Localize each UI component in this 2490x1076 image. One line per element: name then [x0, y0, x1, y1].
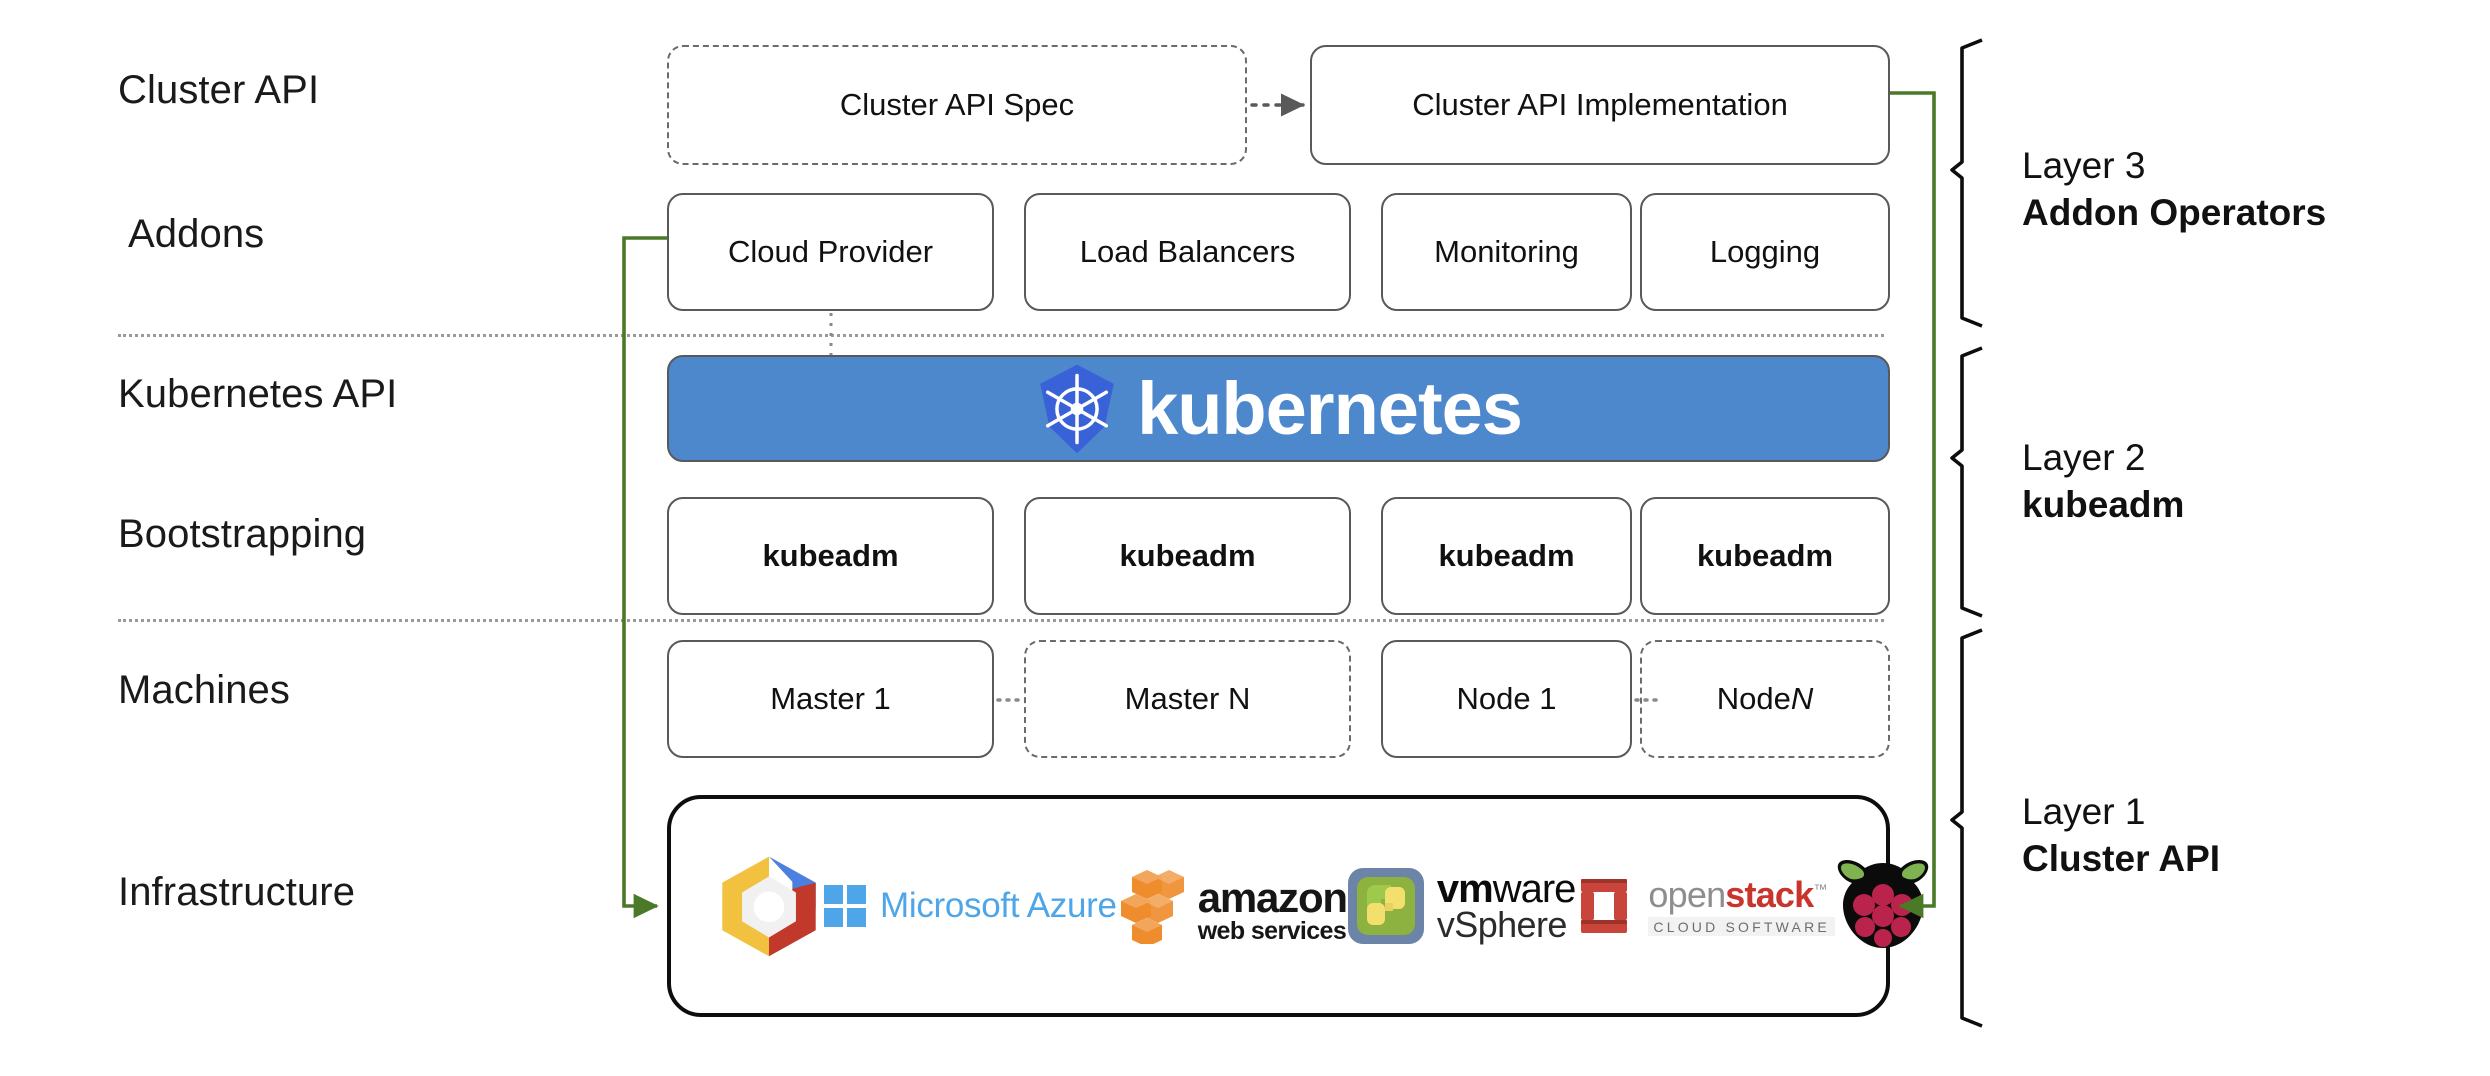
layer-3-subject: Addon Operators — [2022, 192, 2327, 234]
box-node-1[interactable]: Node 1 — [1381, 640, 1632, 758]
box-label: Load Balancers — [1079, 234, 1296, 270]
green-path-addons-to-infrastructure — [622, 236, 667, 919]
openstack-open-text: open — [1648, 873, 1726, 915]
box-label: Master 1 — [770, 681, 891, 717]
openstack-wordmark: openstack™ — [1648, 873, 1835, 915]
box-label: Node 1 — [1456, 681, 1557, 717]
box-node-n[interactable]: Node N — [1640, 640, 1890, 758]
row-label-bootstrapping: Bootstrapping — [118, 512, 367, 556]
azure-wordmark: Microsoft Azure — [880, 886, 1117, 925]
layer-2-subject: kubeadm — [2022, 484, 2185, 526]
vsphere-wordmark: vSphere — [1436, 903, 1567, 945]
aws-webservices-wordmark: web services — [1197, 917, 1347, 946]
box-kubeadm-4[interactable]: kubeadm — [1640, 497, 1890, 615]
box-label: Cloud Provider — [727, 234, 934, 270]
openstack-tagline: CLOUD SOFTWARE — [1648, 916, 1835, 936]
layer-label-2: Layer 2 kubeadm — [2022, 434, 2184, 529]
row-label-addons: Addons — [128, 212, 265, 256]
gcp-hexagon-icon — [722, 856, 816, 957]
box-label: kubeadm — [1438, 538, 1575, 574]
openstack-icon — [1581, 879, 1628, 933]
layer-label-1: Layer 1 Cluster API — [2022, 788, 2220, 883]
row-label-cluster-api: Cluster API — [118, 68, 320, 112]
bracket-layer-2 — [1950, 346, 1983, 618]
box-label: kubeadm — [1119, 538, 1256, 574]
layer-label-3: Layer 3 Addon Operators — [2022, 142, 2326, 237]
vmware-ware-light: ware — [1492, 867, 1577, 912]
bracket-layer-1 — [1950, 628, 1983, 1028]
box-master-n[interactable]: Master N — [1024, 640, 1351, 758]
logo-microsoft-azure: Microsoft Azure — [823, 884, 1117, 928]
layer-1-subject: Cluster API — [2022, 838, 2221, 880]
box-label: Cluster API Implementation — [1412, 87, 1788, 123]
box-cluster-api-spec[interactable]: Cluster API Spec — [667, 45, 1247, 165]
trademark-symbol: ™ — [1813, 880, 1827, 897]
box-label-italic: N — [1790, 681, 1814, 717]
box-infrastructure[interactable]: Microsoft Azure — [667, 795, 1929, 1017]
box-label: Master N — [1124, 681, 1251, 717]
kubernetes-helm-icon — [1040, 364, 1114, 453]
box-load-balancers[interactable]: Load Balancers — [1024, 193, 1351, 311]
logo-vmware-vsphere: vmware vSphere — [1347, 867, 1576, 945]
aws-cubes-icon — [1120, 870, 1184, 944]
logo-google-cloud-platform — [715, 853, 823, 959]
aws-amazon-wordmark: amazon — [1197, 874, 1348, 922]
logo-openstack: openstack™ CLOUD SOFTWARE — [1575, 873, 1835, 939]
box-master-1[interactable]: Master 1 — [667, 640, 994, 758]
box-label: kubeadm — [1696, 538, 1834, 574]
separator-layer2-layer1 — [118, 619, 1884, 622]
layer-1-name: Layer 1 — [2022, 791, 2146, 832]
layer-3-name: Layer 3 — [2022, 145, 2146, 186]
box-monitoring[interactable]: Monitoring — [1381, 193, 1632, 311]
box-logging[interactable]: Logging — [1640, 193, 1890, 311]
box-kubeadm-3[interactable]: kubeadm — [1381, 497, 1632, 615]
box-label: Logging — [1709, 234, 1821, 270]
bracket-layer-3 — [1950, 38, 1983, 328]
box-label: Cluster API Spec — [839, 87, 1075, 123]
box-cluster-api-implementation[interactable]: Cluster API Implementation — [1310, 45, 1890, 165]
logo-amazon-web-services: amazon web services — [1117, 868, 1348, 946]
windows-logo-icon — [824, 885, 866, 927]
box-kubeadm-1[interactable]: kubeadm — [667, 497, 994, 615]
green-path-clusterapi-to-infrastructure — [1890, 91, 1936, 919]
vmware-vm-bold: vm — [1436, 867, 1494, 912]
openstack-stack-text: stack — [1725, 873, 1814, 915]
layer-2-name: Layer 2 — [2022, 437, 2146, 478]
raspberry-pi-icon — [1837, 860, 1929, 948]
kubernetes-banner: kubernetes — [667, 355, 1890, 462]
box-cloud-provider[interactable]: Cloud Provider — [667, 193, 994, 311]
box-label: Monitoring — [1434, 234, 1579, 270]
row-label-machines: Machines — [118, 668, 290, 712]
box-kubeadm-2[interactable]: kubeadm — [1024, 497, 1351, 615]
vmware-wordmark: vmware — [1437, 869, 1577, 909]
row-label-kubernetes-api: Kubernetes API — [118, 372, 398, 416]
box-label: Node — [1716, 681, 1791, 717]
box-label: kubeadm — [762, 538, 899, 574]
kubernetes-wordmark: kubernetes — [1137, 366, 1523, 450]
row-label-infrastructure: Infrastructure — [118, 870, 356, 914]
vsphere-icon — [1347, 868, 1424, 944]
separator-layer3-layer2 — [118, 334, 1884, 337]
logo-raspberry-pi — [1835, 852, 1931, 960]
